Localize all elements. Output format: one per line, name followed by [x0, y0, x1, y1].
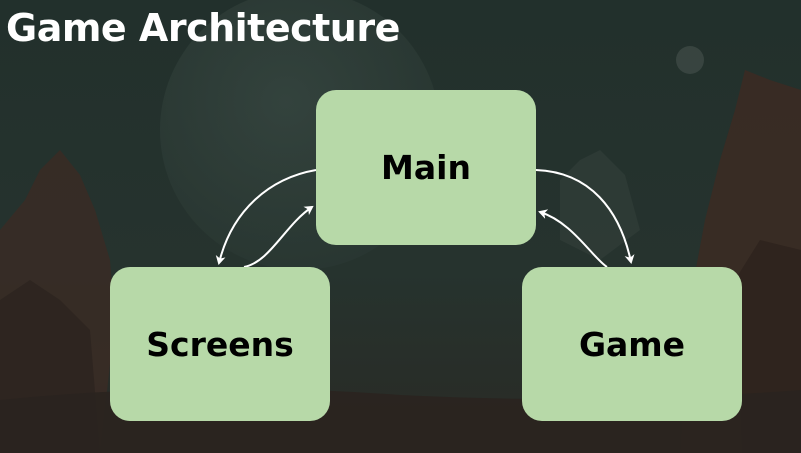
arrow-main-to-screens: [215, 169, 317, 265]
game-node-label: Game: [578, 324, 686, 364]
small-moon: [676, 46, 704, 74]
far-rock-right: [560, 150, 640, 260]
arrow-screens-to-main: [243, 205, 314, 268]
game-node: Game: [522, 267, 742, 421]
main-node: Main: [316, 90, 536, 245]
screens-node-label: Screens: [146, 324, 294, 364]
slide-title: Game Architecture: [6, 6, 400, 50]
arrow-main-to-game: [535, 169, 635, 264]
arrow-game-to-main: [538, 209, 608, 268]
main-node-label: Main: [381, 148, 471, 187]
screens-node: Screens: [110, 267, 330, 421]
